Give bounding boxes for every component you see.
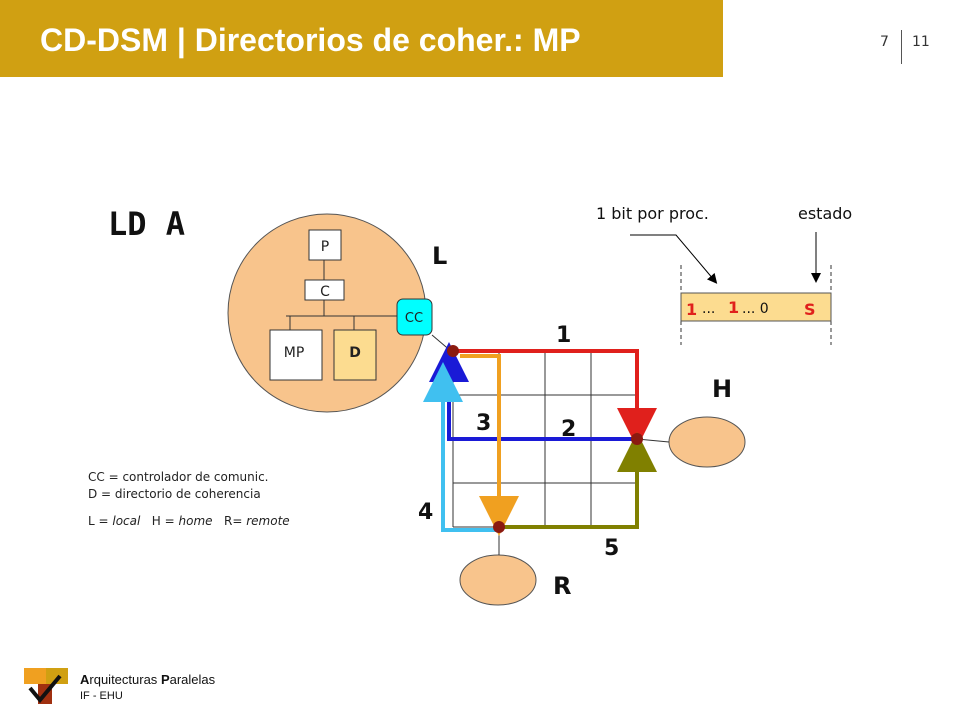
- legend-h-key: H =: [151, 514, 179, 528]
- dir-first-bit: 1: [686, 300, 697, 319]
- directory-box: [333, 329, 377, 381]
- legend-r-key: R=: [224, 514, 247, 528]
- router-dot-L: [447, 345, 459, 357]
- directory-label: D: [349, 345, 361, 361]
- step-number: 4: [418, 500, 433, 525]
- node-R-label: R: [553, 572, 571, 600]
- ld-a-label: LD A: [108, 205, 185, 243]
- dir-dots: ...: [702, 301, 715, 317]
- legend-d: D = directorio de coherencia: [88, 487, 261, 501]
- legend-l-key: L =: [88, 514, 113, 528]
- header-bar: [0, 0, 723, 77]
- legend-r-value: remote: [246, 514, 290, 528]
- legend-h-value: home: [178, 514, 213, 528]
- step-number: 2: [561, 417, 576, 442]
- state-label: estado: [798, 204, 852, 223]
- mp-box: [269, 329, 323, 381]
- directory-entry-box: [680, 292, 832, 322]
- footer-course-name: Arquitecturas Paralelas: [80, 672, 216, 687]
- node-H-label: H: [712, 375, 732, 403]
- cache-label: C: [320, 284, 330, 300]
- legend-cc: CC = controlador de comunic.: [88, 470, 269, 484]
- bit-per-proc-label: 1 bit por proc.: [596, 204, 709, 223]
- step-4-path: [423, 362, 499, 532]
- page-divider: [901, 30, 902, 64]
- node-R-circle: [459, 554, 537, 606]
- page-number: 7: [880, 34, 889, 50]
- step-3-path: [460, 354, 519, 536]
- processor-label: P: [321, 239, 329, 255]
- footer-institution: IF - EHU: [80, 690, 123, 702]
- router-dot-R: [493, 521, 505, 533]
- ehu-logo: [24, 668, 68, 704]
- bit-pointer-arrow: [630, 234, 718, 284]
- mp-label: MP: [284, 345, 305, 361]
- slide-title: CD-DSM | Directorios de coher.: MP: [40, 22, 581, 58]
- cache-box: [304, 279, 345, 301]
- processor-box: [308, 229, 342, 261]
- dir-dots: ... 0: [742, 301, 769, 317]
- cc-box: [396, 298, 433, 336]
- node-H-circle: [668, 416, 746, 468]
- cc-label: CC: [405, 311, 423, 326]
- step-1-path: [453, 349, 657, 448]
- legend-l-value: local: [112, 514, 141, 528]
- router-dot-H: [631, 433, 643, 445]
- dir-state: S: [804, 300, 816, 319]
- step-number: 1: [556, 323, 571, 348]
- dir-mid-bit: 1: [728, 298, 739, 317]
- step-5-path: [499, 432, 657, 529]
- step-number: 3: [476, 411, 491, 436]
- node-L-label: L: [432, 242, 447, 270]
- legend-roles: L = local H = home R= remote: [88, 514, 290, 528]
- page-total: 11: [912, 34, 930, 50]
- step-number: 5: [604, 536, 619, 561]
